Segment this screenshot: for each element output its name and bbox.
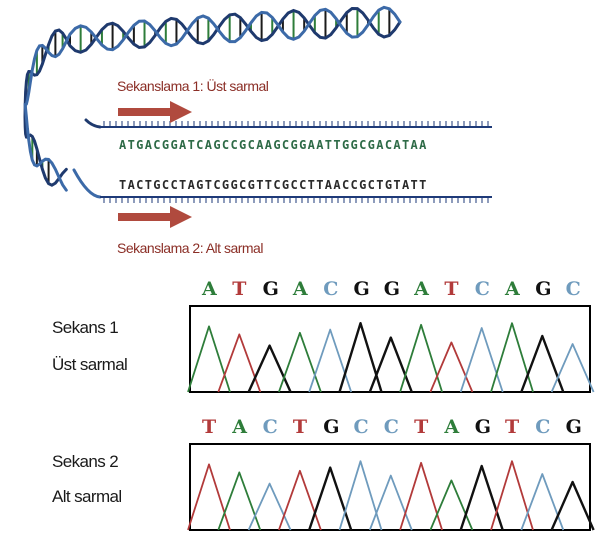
chromatogram-1-box — [189, 305, 591, 393]
read-2-title: Sekans 2 — [52, 452, 119, 471]
sequencing1-arrow — [118, 101, 192, 123]
top-strand-sequence: ATGACGGATCAGCCGCAAGCGGAATTGGCGACATAA — [119, 138, 428, 152]
base-call-G: G — [565, 416, 582, 438]
peak-A — [399, 323, 443, 393]
read-1-title: Sekans 1 — [52, 318, 119, 337]
peak-A — [490, 322, 534, 393]
base-call-C: C — [262, 416, 278, 438]
peak-G — [520, 334, 565, 393]
peak-A — [429, 479, 474, 531]
read-1-subtitle: Üst sarmal — [52, 355, 128, 374]
peak-A — [217, 471, 262, 531]
base-call-T: T — [444, 278, 459, 300]
peak-G — [308, 466, 353, 531]
base-call-G: G — [535, 278, 552, 300]
peak-T — [187, 463, 231, 531]
peak-A — [187, 325, 231, 393]
peak-C — [550, 343, 595, 393]
chromatogram-1-peaks — [187, 322, 595, 393]
base-call-A: A — [414, 278, 429, 300]
base-call-T: T — [505, 416, 520, 438]
peak-C — [368, 474, 413, 531]
peak-T — [217, 333, 262, 393]
base-call-G: G — [262, 278, 279, 300]
peak-C — [338, 460, 383, 531]
base-call-C: C — [565, 278, 581, 300]
bottom-strand-sequence: TACTGCCTAGTCGGCGTTCGCCTTAACCGCTGTATT — [119, 178, 428, 192]
base-call-G: G — [383, 278, 401, 300]
base-call-T: T — [232, 278, 247, 300]
base-call-A: A — [505, 278, 520, 300]
sequencing-2-label: Sekanslama 2: Alt sarmal — [117, 240, 263, 256]
base-call-T: T — [202, 416, 217, 438]
base-call-A: A — [202, 278, 217, 300]
base-call-G: G — [353, 278, 370, 300]
peak-A — [278, 331, 322, 393]
peak-C — [247, 482, 292, 531]
peak-T — [429, 341, 474, 393]
read-2-subtitle: Alt sarmal — [52, 487, 122, 506]
base-call-A: A — [444, 416, 460, 438]
chromatogram-2-box — [189, 443, 591, 531]
base-call-T: T — [292, 416, 308, 438]
base-call-C: C — [383, 416, 399, 438]
peak-T — [490, 460, 534, 531]
peak-G — [338, 322, 383, 393]
base-call-C: C — [353, 416, 369, 438]
base-call-T: T — [414, 416, 429, 438]
peak-T — [399, 461, 443, 531]
base-call-G: G — [474, 416, 491, 438]
peak-C — [308, 328, 353, 393]
chromatogram-2-peaks — [187, 460, 595, 531]
peak-C — [520, 473, 565, 531]
base-call-A: A — [232, 416, 248, 438]
base-call-G: G — [323, 416, 340, 438]
peak-G — [459, 464, 504, 531]
base-call-A: A — [292, 278, 308, 300]
base-call-C: C — [535, 416, 551, 438]
base-call-C: C — [474, 278, 490, 300]
sequencing2-arrow — [118, 206, 192, 228]
sequencing-1-label: Sekanslama 1: Üst sarmal — [117, 78, 269, 94]
peak-G — [368, 336, 413, 393]
peak-C — [459, 327, 504, 393]
peak-T — [278, 469, 322, 531]
base-call-C: C — [323, 278, 339, 300]
peak-G — [247, 344, 292, 393]
peak-G — [550, 480, 595, 531]
